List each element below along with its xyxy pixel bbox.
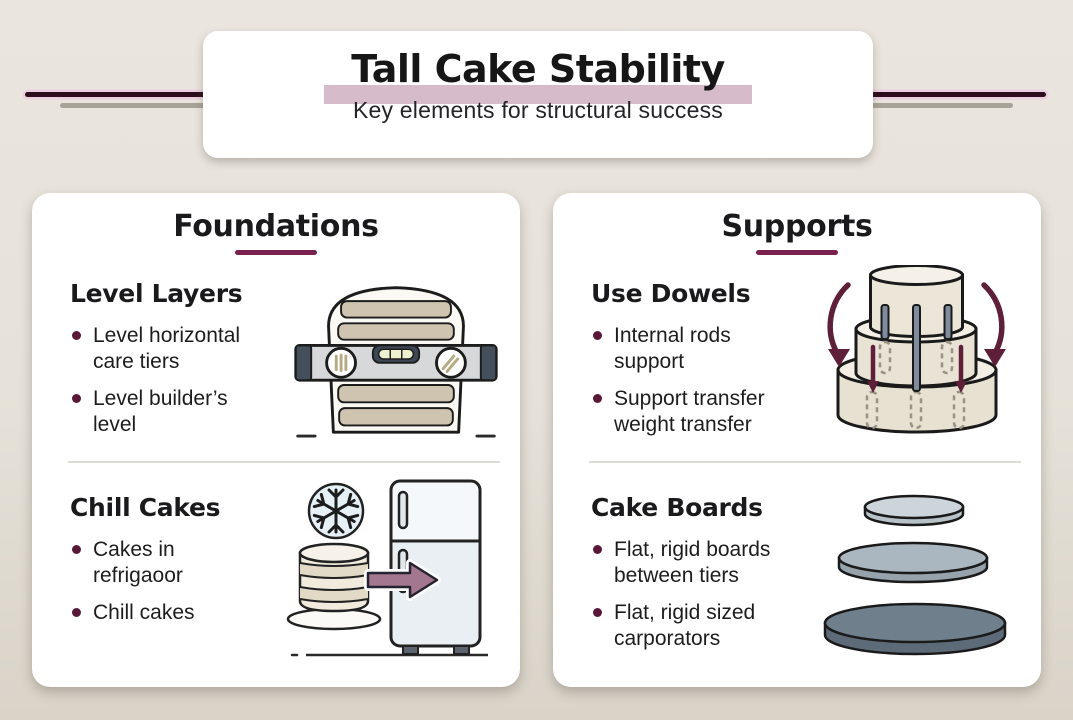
left-accent-rule xyxy=(25,92,207,97)
list-item: Internal rods support xyxy=(593,323,793,375)
bullet-dot xyxy=(593,545,602,554)
bullet-text: Level builder’s level xyxy=(93,387,228,436)
panel-supports-title: Supports xyxy=(721,209,873,244)
list-item: Chill cakes xyxy=(72,600,272,626)
bullet-text: Flat, rigid sized carporators xyxy=(614,601,756,650)
bullet-text: Internal rods support xyxy=(614,324,731,373)
bullet-dot xyxy=(72,331,81,340)
list-item: Cakes in refrigaoor xyxy=(72,537,272,589)
left-shadow-rule xyxy=(60,103,212,108)
panel-foundations-title: Foundations xyxy=(173,209,379,244)
bullet-text: Support transfer weight transfer xyxy=(614,387,765,436)
list-item: Flat, rigid boards between tiers xyxy=(593,537,793,589)
right-accent-rule xyxy=(866,92,1046,97)
bullet-text: Flat, rigid boards between tiers xyxy=(614,538,771,587)
list-item: Level builder’s level xyxy=(72,386,272,438)
panel-foundations: Foundations Level Layers Level horizonta… xyxy=(32,193,520,687)
bullet-dot xyxy=(72,545,81,554)
list-item: Level horizontal care tiers xyxy=(72,323,272,375)
list-item: Support transfer weight transfer xyxy=(593,386,793,438)
bullet-text: Chill cakes xyxy=(93,601,195,624)
title-highlight-bar xyxy=(324,85,752,104)
bullet-dot xyxy=(593,394,602,403)
bullet-dot xyxy=(593,331,602,340)
bullet-dot xyxy=(593,608,602,617)
bullet-dot xyxy=(72,394,81,403)
section-cake-boards-bullets: Flat, rigid boards between tiers Flat, r… xyxy=(593,537,793,663)
bullet-dot xyxy=(72,608,81,617)
page-title: Tall Cake Stability xyxy=(351,47,725,91)
header-card: Tall Cake Stability Key elements for str… xyxy=(203,31,873,158)
layer-cake-with-spirit-level-illustration xyxy=(290,267,502,449)
section-cake-boards-heading: Cake Boards xyxy=(591,493,763,522)
bullet-text: Level horizontal care tiers xyxy=(93,324,241,373)
panel-foundations-underline xyxy=(235,250,317,255)
section-level-layers-bullets: Level horizontal care tiers Level builde… xyxy=(72,323,272,449)
cake-moving-into-refrigerator-illustration xyxy=(276,478,506,666)
panel-supports-underline xyxy=(756,250,838,255)
panel-supports: Supports Use Dowels Internal rods suppor… xyxy=(553,193,1041,687)
bullet-text: Cakes in refrigaoor xyxy=(93,538,183,587)
panel-foundations-divider xyxy=(68,461,500,463)
tiered-cake-with-dowels-illustration xyxy=(815,265,1019,450)
list-item: Flat, rigid sized carporators xyxy=(593,600,793,652)
section-chill-cakes-heading: Chill Cakes xyxy=(70,493,221,522)
section-chill-cakes-bullets: Cakes in refrigaoor Chill cakes xyxy=(72,537,272,637)
panel-supports-divider xyxy=(589,461,1021,463)
section-level-layers-heading: Level Layers xyxy=(70,279,243,308)
right-shadow-rule xyxy=(872,103,1013,108)
page-subtitle: Key elements for structural success xyxy=(352,96,724,123)
section-use-dowels-heading: Use Dowels xyxy=(591,279,751,308)
stacked-cake-boards-illustration xyxy=(820,485,1015,665)
section-use-dowels-bullets: Internal rods support Support transfer w… xyxy=(593,323,793,449)
